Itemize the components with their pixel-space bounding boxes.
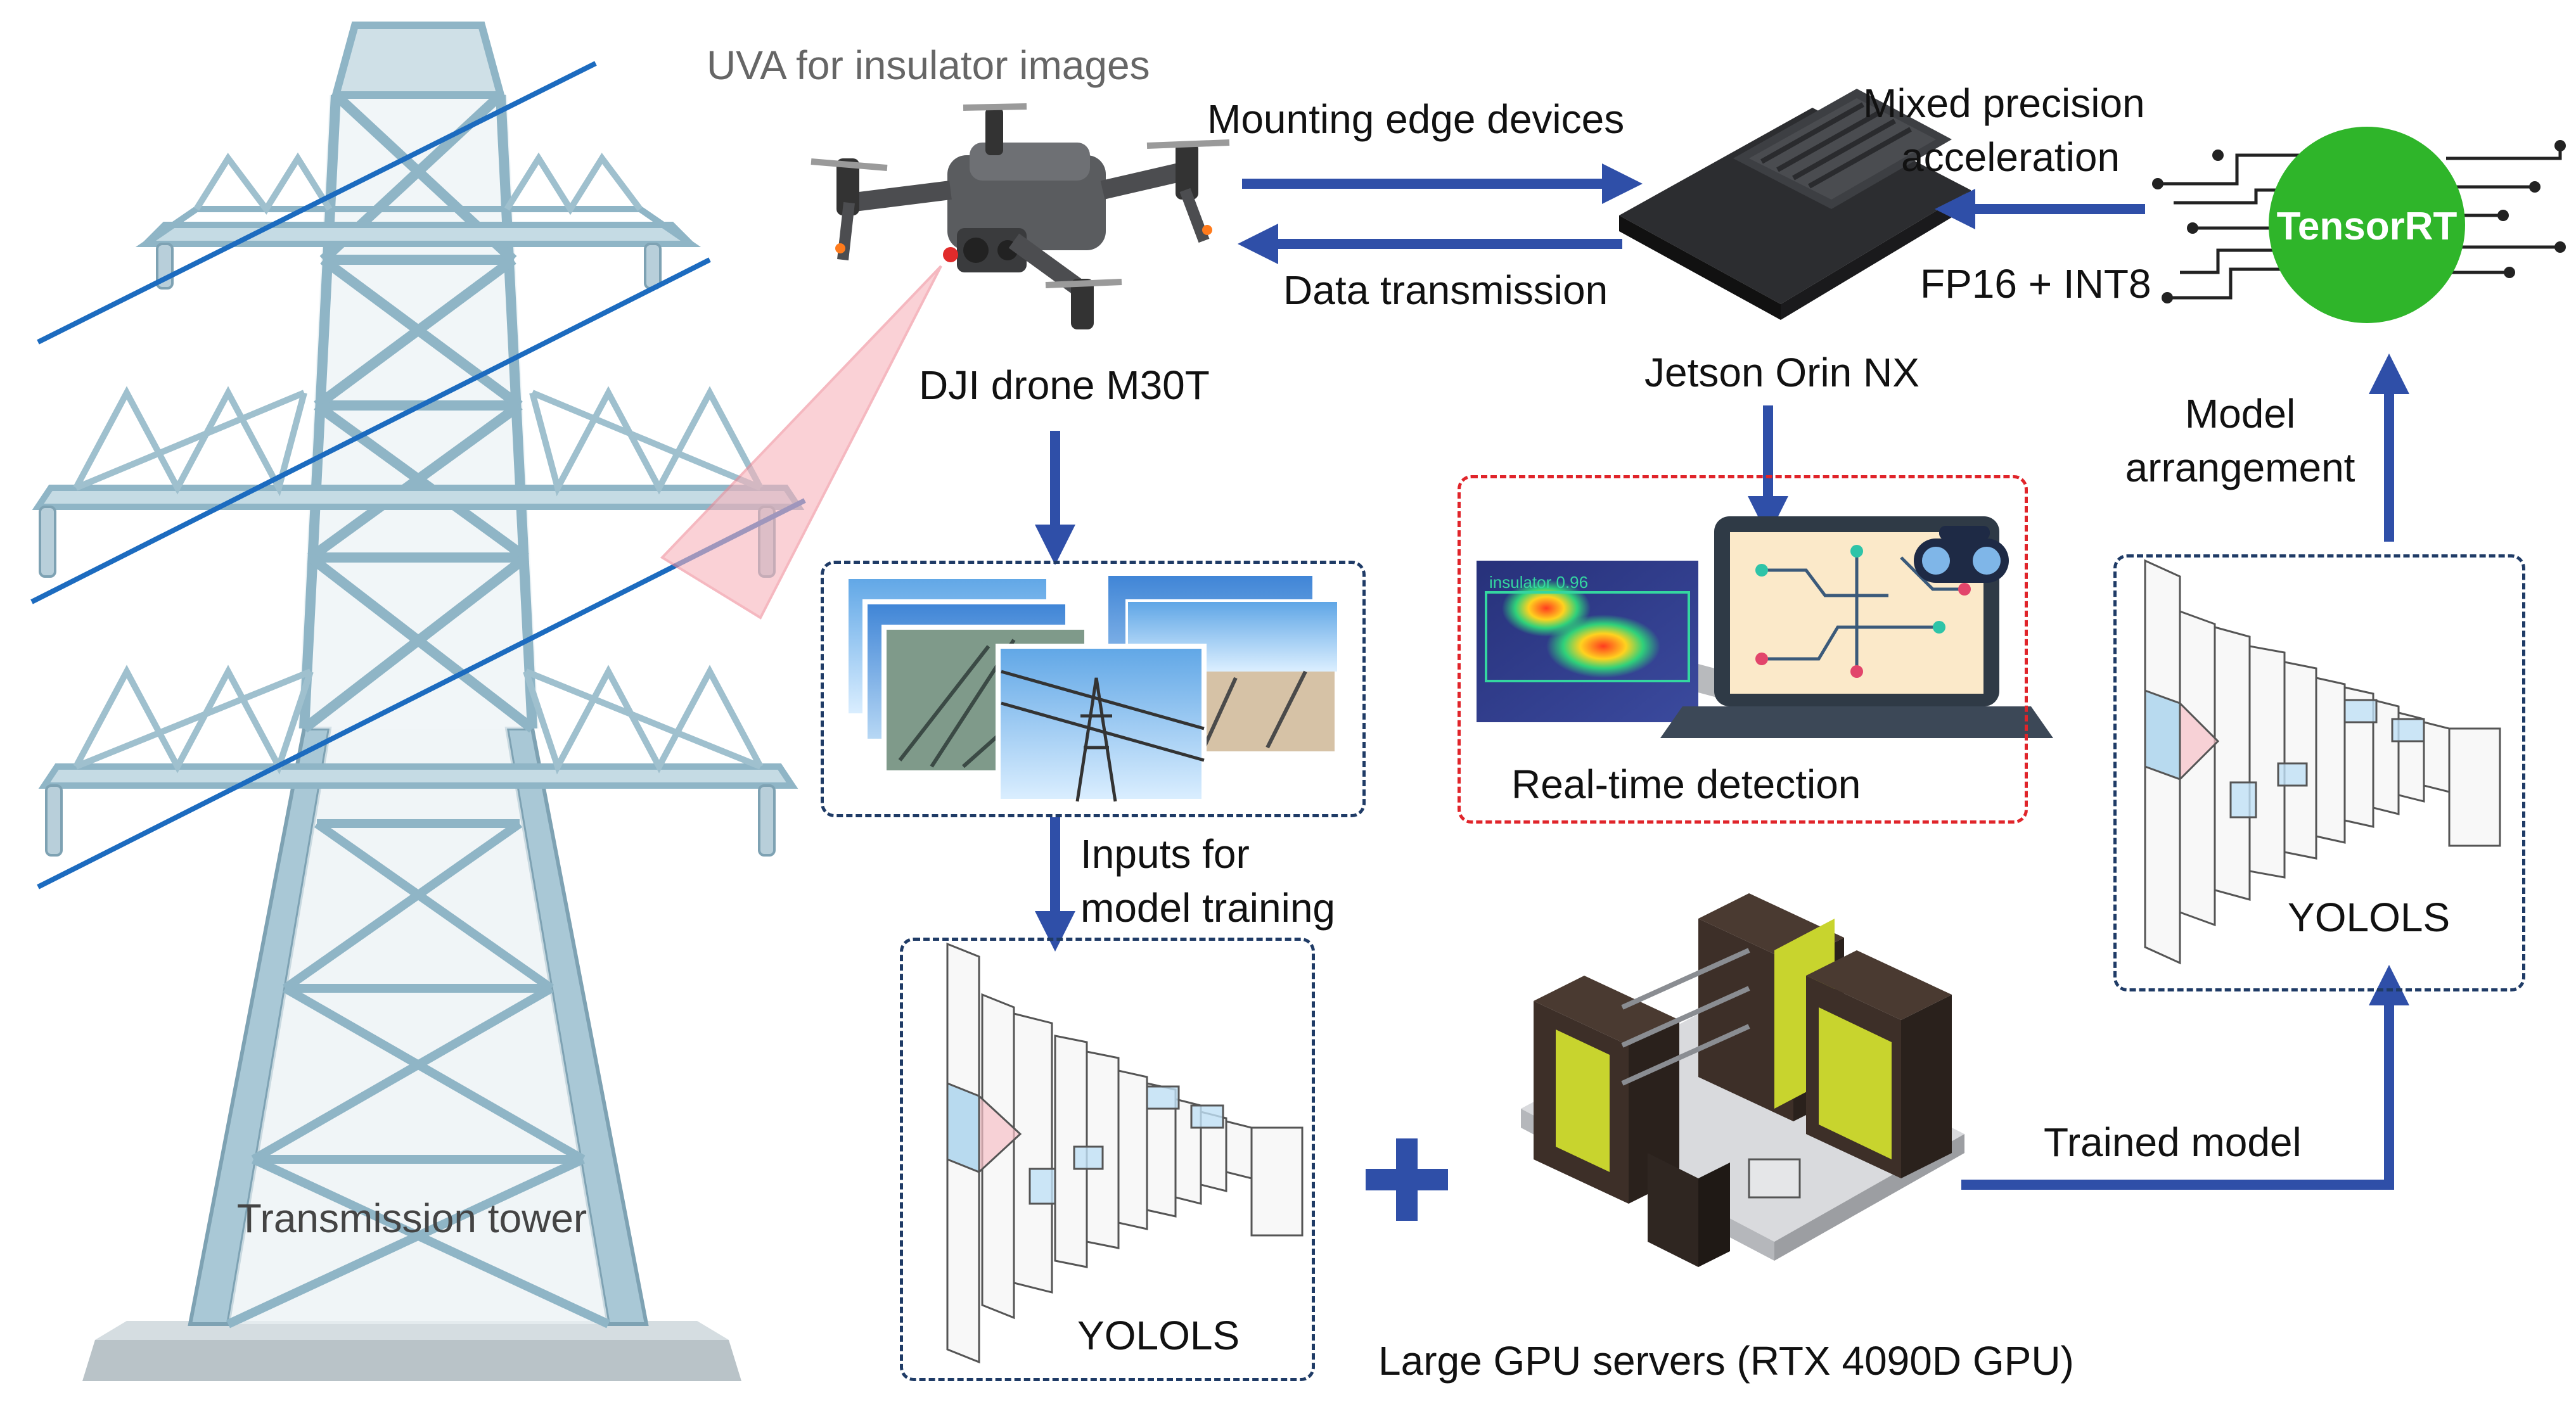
trained-model-label: Trained model <box>2044 1119 2302 1165</box>
dataset-box <box>821 561 1366 817</box>
yolols-left-label: YOLOLS <box>1077 1313 1240 1358</box>
plus-sign <box>1366 1138 1448 1221</box>
mixed-precision-label-2: acceleration <box>1901 134 2120 180</box>
tensorrt-label: TensorRT <box>2277 205 2457 248</box>
insulator-tag: insulator 0.96 <box>1489 573 1588 592</box>
flow-arrows <box>1035 163 2409 1190</box>
tensorrt-badge <box>2269 127 2465 323</box>
data-transmission-label: Data transmission <box>1283 267 1608 313</box>
gpu-label: Large GPU servers (RTX 4090D GPU) <box>1378 1338 2074 1384</box>
heatmap-image <box>1477 561 1698 722</box>
jetson-label: Jetson Orin NX <box>1644 350 1919 395</box>
arrow-trained-model <box>1961 965 2409 1190</box>
model-arrangement-label-2: arrangement <box>2125 445 2355 490</box>
yolols-network-left <box>946 942 1304 1364</box>
tower-label: Transmission tower <box>237 1195 587 1241</box>
camera-beam <box>660 265 942 620</box>
inputs-label-2: model training <box>1080 885 1335 931</box>
circuit-dots <box>2152 140 2566 303</box>
fp-label: FP16 + INT8 <box>1920 261 2151 307</box>
mixed-precision-label-1: Mixed precision <box>1863 80 2145 126</box>
model-arrangement-label-1: Model <box>2185 391 2295 436</box>
yolols-right-label: YOLOLS <box>2288 895 2450 940</box>
drone-icon <box>811 103 1230 329</box>
realtime-label: Real-time detection <box>1511 761 1861 807</box>
dataset-images <box>843 571 1340 804</box>
realtime-detection-box <box>1458 475 2028 824</box>
mounting-label: Mounting edge devices <box>1207 96 1624 142</box>
drone-label: DJI drone M30T <box>919 362 1210 408</box>
yolols-left-box <box>900 938 1315 1381</box>
yolols-right-box <box>2113 554 2525 991</box>
gpu-servers-icon <box>1521 893 1964 1267</box>
transmission-tower-illustration <box>30 22 806 1381</box>
remote-controller-icon <box>1914 526 2009 583</box>
inputs-label-1: Inputs for <box>1080 831 1250 877</box>
laptop-icon <box>1660 516 2053 738</box>
uva-label: UVA for insulator images <box>707 42 1150 88</box>
yolols-network-right <box>2144 559 2501 965</box>
